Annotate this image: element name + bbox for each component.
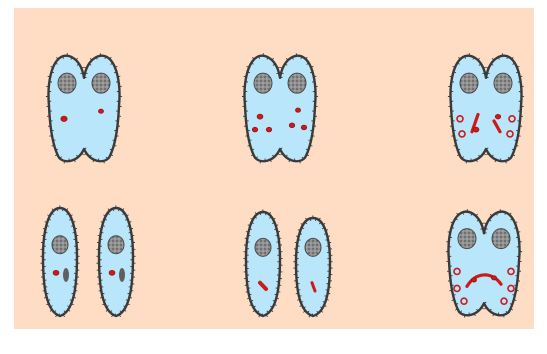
cilium <box>105 56 106 59</box>
micronucleus <box>257 114 263 119</box>
cilium <box>487 73 490 74</box>
cilium <box>485 229 488 230</box>
cilium <box>72 293 75 294</box>
cilium <box>53 140 56 141</box>
cilium <box>453 295 456 296</box>
macronucleus <box>492 229 510 249</box>
micronucleus <box>98 109 103 113</box>
cilium <box>100 53 101 56</box>
cilium <box>296 293 299 294</box>
micronucleus <box>295 108 300 112</box>
macronucleus <box>305 238 321 256</box>
macronucleus <box>255 238 271 256</box>
macronucleus <box>92 73 110 93</box>
cilium <box>327 236 330 237</box>
micronucleus <box>266 127 272 132</box>
cilium <box>75 228 78 229</box>
cilium <box>249 229 252 230</box>
micronucleus <box>53 270 59 275</box>
cilium <box>309 140 312 141</box>
macronucleus <box>288 73 306 93</box>
cilium <box>46 293 49 294</box>
cilium <box>507 56 508 59</box>
cilium <box>118 76 121 77</box>
cilium <box>314 76 317 77</box>
cilium <box>455 140 458 141</box>
cell-body <box>43 208 77 316</box>
cilium <box>299 296 302 297</box>
cilium <box>296 236 299 237</box>
cilium <box>515 140 518 141</box>
cilium <box>46 226 49 227</box>
micronucleus <box>289 123 295 128</box>
cilium <box>102 293 105 294</box>
cilium <box>85 73 88 74</box>
cilium <box>301 56 302 59</box>
cilium <box>73 297 76 298</box>
cilium <box>471 159 472 162</box>
cilium <box>43 229 46 230</box>
micronucleus <box>61 116 67 121</box>
cilium <box>518 232 521 233</box>
cilium <box>500 209 501 212</box>
micronucleus <box>495 114 501 119</box>
cell-body <box>296 218 330 316</box>
cilium <box>129 297 132 298</box>
cilium <box>315 219 316 222</box>
cilium <box>99 229 102 230</box>
cell-left <box>40 205 79 316</box>
cilium <box>275 294 278 295</box>
cilium <box>265 159 266 162</box>
macronucleus <box>494 73 512 93</box>
cilium <box>324 296 327 297</box>
cilium <box>326 240 329 241</box>
macronucleus <box>460 73 478 93</box>
cilium <box>276 298 279 299</box>
cell-body <box>246 212 280 316</box>
cilium <box>296 53 297 56</box>
cell-left <box>243 209 282 317</box>
cell-body <box>99 208 133 316</box>
cilium <box>281 73 284 74</box>
micronucleus <box>301 125 307 130</box>
oral-groove <box>119 268 125 282</box>
cilium <box>520 76 523 77</box>
cilium <box>277 231 280 232</box>
micronucleus <box>473 127 479 132</box>
macronucleus <box>458 229 476 249</box>
cilium <box>69 159 70 162</box>
cilium <box>246 232 249 233</box>
cell-right <box>96 205 135 316</box>
macronucleus <box>52 236 68 254</box>
cilium <box>128 293 131 294</box>
macronucleus <box>254 73 272 93</box>
cilium <box>505 212 506 215</box>
micronucleus <box>109 270 115 275</box>
cilium <box>131 228 134 229</box>
oral-groove <box>63 268 69 282</box>
micronucleus <box>471 278 476 282</box>
cilium <box>469 313 470 316</box>
micronucleus <box>491 276 496 280</box>
cilium <box>249 294 252 295</box>
cilium <box>102 226 105 227</box>
macronucleus <box>108 236 124 254</box>
macronucleus <box>58 73 76 93</box>
cilium <box>502 53 503 56</box>
micronucleus <box>252 127 258 132</box>
cilium <box>113 140 116 141</box>
cilium <box>249 140 252 141</box>
cilium <box>512 295 515 296</box>
